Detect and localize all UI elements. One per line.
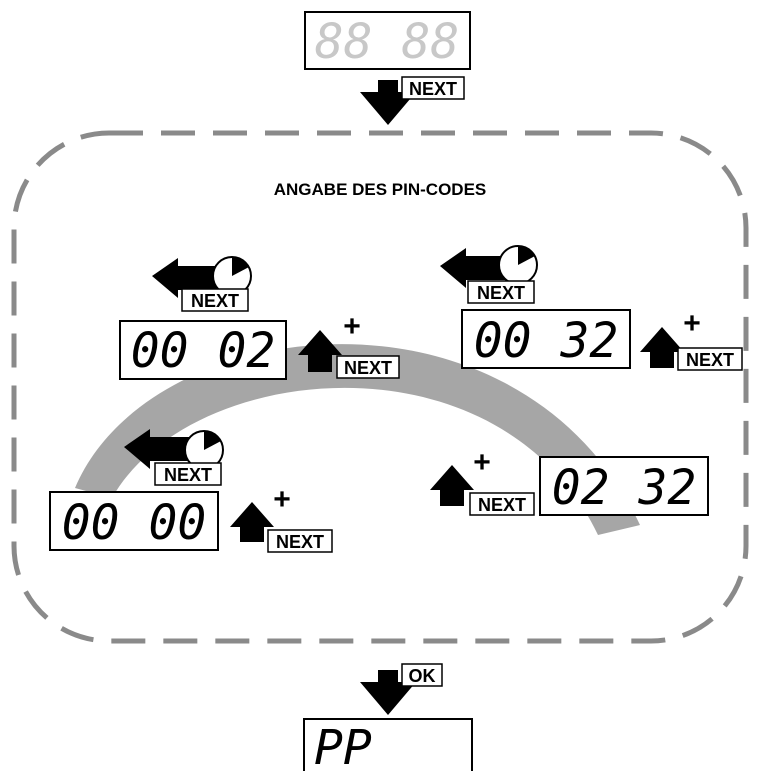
step-00-00: NEXT 00 00 + NEXT [49,429,333,553]
next-back-label: NEXT [164,465,212,485]
display-top-text: 88 88 [315,14,460,70]
next-label: NEXT [478,495,526,515]
arrow-left-icon [152,258,218,298]
plus-icon: + [683,307,701,340]
ok-button-label: OK [409,666,436,686]
next-label: NEXT [686,350,734,370]
plus-icon: + [473,446,491,479]
pin-entry-frame [11,130,749,644]
display-bottom: PP [303,718,473,771]
arrow-down-icon [360,80,416,125]
progress-band [75,344,640,535]
diagram-title: ANGABE DES PIN-CODES [274,180,487,199]
next-button-label: NEXT [409,79,457,99]
next-back-label: NEXT [477,283,525,303]
next-label: NEXT [344,358,392,378]
arrow-down-next: NEXT [360,76,465,125]
display-bottom-text: PP [314,720,372,771]
arrow-up-icon [298,330,342,372]
next-label: NEXT [276,532,324,552]
step-02-32: + NEXT 02 32 [430,446,709,516]
arrow-down-ok: OK [360,663,443,715]
arrow-up-icon [430,465,474,506]
plus-icon: + [343,310,361,343]
arrow-down-icon [360,670,416,715]
display-00-32: 00 32 [474,313,619,369]
arrow-left-icon [124,429,190,469]
plus-icon: + [273,483,291,516]
arrow-left-icon [440,248,506,288]
display-00-00: 00 00 [62,495,207,551]
step-00-32: NEXT 00 32 + NEXT [440,245,743,371]
arrow-up-icon [640,327,684,368]
display-top: 88 88 [304,11,471,70]
arrow-up-icon [230,502,274,542]
display-00-02: 00 02 [131,323,276,379]
step-00-02: NEXT 00 02 + NEXT [119,256,400,380]
display-02-32: 02 32 [552,460,697,516]
next-back-label: NEXT [191,291,239,311]
